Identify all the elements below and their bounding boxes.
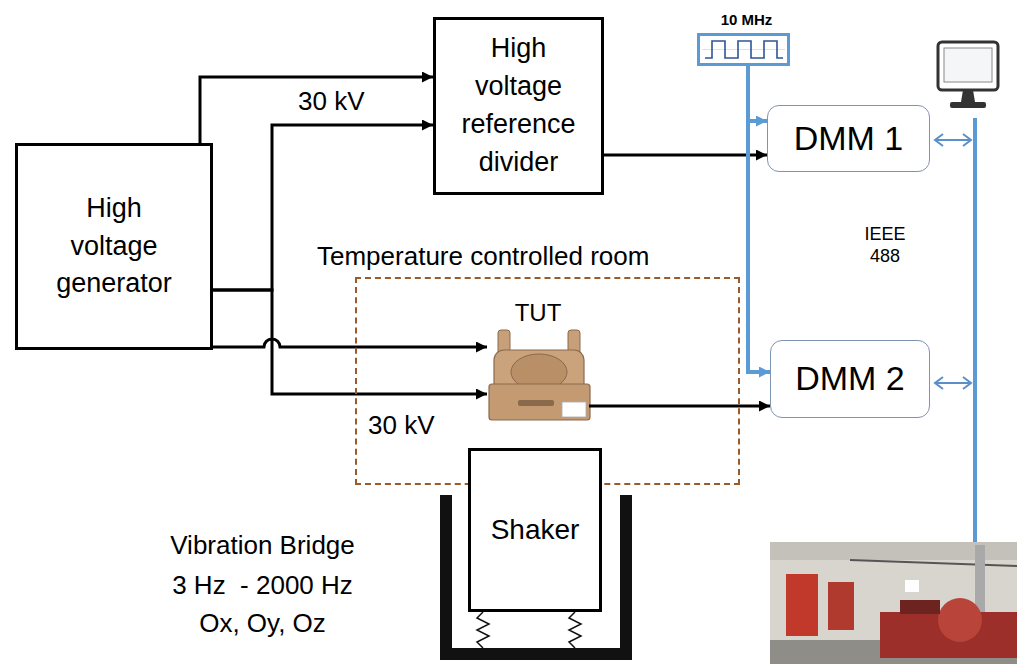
- photo-cabinet: [786, 574, 818, 636]
- wave-grid: [702, 49, 785, 50]
- photo-wall: [770, 542, 1017, 664]
- photo-cable: [850, 560, 1017, 566]
- signal-connector: [604, 154, 767, 157]
- ieee-bus-line: [973, 118, 977, 612]
- photo-machine-top: [900, 600, 940, 614]
- node-label: High voltage reference divider: [456, 30, 581, 181]
- transformer-under-test: TUT: [487, 299, 589, 421]
- signal-connector: [200, 77, 433, 143]
- bus-label: IEEE 488: [852, 224, 918, 267]
- region-heading: Temperature controlled room: [317, 241, 649, 272]
- computer-icon: [938, 42, 998, 108]
- setup-photo: [770, 542, 1017, 664]
- node-label: DMM 1: [794, 115, 904, 163]
- multimeter-box: DMM 2: [770, 340, 930, 418]
- monitor-neck: [961, 90, 975, 102]
- clock-source: 10 MHz: [697, 33, 790, 66]
- generator-box: High voltage generator: [15, 143, 213, 350]
- square-wave-icon: [700, 36, 787, 63]
- monitor-base: [950, 102, 986, 108]
- photo-cabinet: [828, 582, 854, 630]
- spring-symbol: [569, 612, 581, 648]
- voltage-label: 30 kV: [368, 410, 435, 441]
- vibration-spec: Ox, Oy, Oz: [130, 608, 395, 639]
- clock-line: [748, 66, 767, 121]
- monitor-frame: [938, 42, 998, 90]
- transformer-illustration: [489, 330, 590, 420]
- vibration-spec: 3 Hz - 2000 Hz: [130, 570, 395, 601]
- spring-symbol: [477, 612, 489, 648]
- vibration-spec: Vibration Bridge: [130, 530, 395, 561]
- bus-double-arrow: [935, 377, 971, 389]
- clock-line: [748, 66, 770, 372]
- bus-double-arrows: [935, 134, 971, 389]
- node-label: High voltage generator: [52, 190, 177, 303]
- multimeter-box: DMM 1: [767, 105, 930, 172]
- base-slot: [518, 400, 554, 406]
- node-label: Shaker: [491, 510, 580, 549]
- region-heading: 10 MHz: [695, 11, 798, 28]
- shaker-box: Shaker: [468, 448, 602, 612]
- square-wave: [705, 41, 783, 58]
- divider-box: High voltage reference divider: [433, 17, 604, 195]
- signal-connector: [213, 290, 487, 394]
- wave-screen: [700, 36, 787, 63]
- monitor-screen: [944, 48, 992, 82]
- bus-double-arrow: [935, 134, 971, 146]
- photo-machine-drum: [938, 598, 982, 642]
- node-label: TUT: [515, 299, 562, 327]
- signal-connector: [213, 339, 487, 347]
- transformer-base: [489, 384, 590, 420]
- signal-connector: [589, 405, 770, 408]
- photo-sign: [905, 580, 919, 592]
- voltage-label: 30 kV: [298, 86, 365, 117]
- node-label: DMM 2: [795, 355, 905, 403]
- rating-plate: [562, 402, 586, 417]
